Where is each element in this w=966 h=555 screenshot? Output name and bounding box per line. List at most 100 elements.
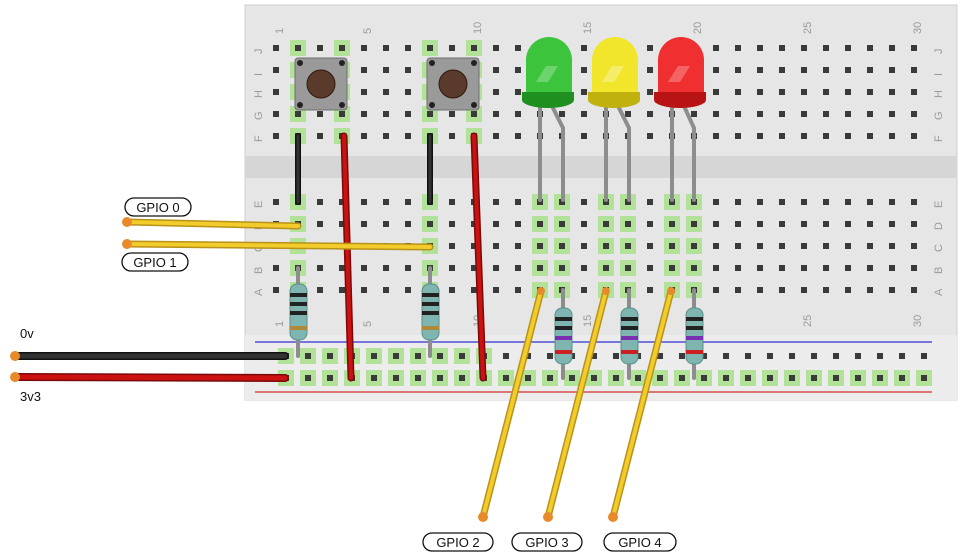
breadboard-hole (691, 111, 697, 117)
breadboard-hole (647, 89, 653, 95)
breadboard-hole (757, 287, 763, 293)
breadboard-hole (493, 265, 499, 271)
breadboard-hole (393, 353, 399, 359)
gpio3-wire[interactable] (543, 287, 610, 522)
breadboard-hole (415, 375, 421, 381)
col-number: 15 (582, 315, 594, 327)
breadboard-hole (921, 375, 927, 381)
ground-rail-wire[interactable] (10, 351, 289, 361)
row-letter: G (253, 111, 265, 120)
col-number: 25 (802, 22, 814, 34)
breadboard-hole (515, 221, 521, 227)
gpio1-wire[interactable] (122, 239, 434, 251)
breadboard-hole (493, 199, 499, 205)
breadboard-hole (459, 375, 465, 381)
button-cap[interactable] (438, 69, 468, 99)
led-leads (538, 98, 696, 202)
breadboard-hole (911, 221, 917, 227)
row-letter: F (253, 135, 265, 142)
breadboard-hole (723, 353, 729, 359)
breadboard-hole (449, 243, 455, 249)
breadboard-hole (889, 67, 895, 73)
gpio0-wire[interactable] (122, 217, 302, 230)
row-letter: D (933, 222, 945, 230)
resistor-4[interactable] (620, 307, 639, 365)
gpio4-wire[interactable] (608, 287, 675, 522)
breadboard-hole (437, 375, 443, 381)
breadboard-hole (581, 67, 587, 73)
breadboard-hole (273, 67, 279, 73)
breadboard-hole (339, 265, 345, 271)
breadboard-hole (833, 375, 839, 381)
button-cap[interactable] (306, 69, 336, 99)
breadboard-hole (735, 67, 741, 73)
breadboard-hole (273, 111, 279, 117)
gpio2-label: GPIO 2 (436, 535, 479, 550)
breadboard-hole (911, 67, 917, 73)
row-letter: E (933, 201, 945, 208)
resistor-5[interactable] (685, 307, 704, 365)
breadboard-hole (713, 287, 719, 293)
breadboard-hole (647, 265, 653, 271)
push-button-1[interactable] (294, 57, 348, 111)
power-jumper-wires (340, 132, 487, 382)
breadboard-hole (801, 199, 807, 205)
breadboard-hole (383, 265, 389, 271)
breadboard-hole (713, 133, 719, 139)
breadboard-hole (779, 287, 785, 293)
breadboard-hole (845, 265, 851, 271)
breadboard-hole (889, 199, 895, 205)
breadboard-hole (855, 375, 861, 381)
breadboard-hole (867, 67, 873, 73)
breadboard-hole (723, 375, 729, 381)
breadboard-hole (625, 243, 631, 249)
yellow-led[interactable] (588, 37, 640, 108)
breadboard-hole (779, 243, 785, 249)
breadboard-hole (273, 45, 279, 51)
breadboard-hole (801, 243, 807, 249)
col-number: 10 (472, 22, 484, 34)
red-led[interactable] (654, 37, 706, 108)
gpio2-wire[interactable] (478, 287, 545, 522)
breadboard-hole (383, 89, 389, 95)
breadboard-hole (757, 221, 763, 227)
breadboard-hole (515, 243, 521, 249)
breadboard-hole (845, 221, 851, 227)
breadboard-hole (735, 133, 741, 139)
row-letter: C (933, 244, 945, 252)
power-rail-wire[interactable] (10, 372, 289, 382)
breadboard-hole (811, 353, 817, 359)
breadboard-hole (449, 265, 455, 271)
breadboard-hole (559, 199, 565, 205)
breadboard-hole (889, 287, 895, 293)
breadboard-hole (361, 111, 367, 117)
breadboard-hole (801, 67, 807, 73)
breadboard-hole (845, 111, 851, 117)
breadboard-hole (405, 199, 411, 205)
resistor-3[interactable] (554, 307, 573, 365)
breadboard-hole (867, 133, 873, 139)
breadboard-hole (327, 375, 333, 381)
breadboard-hole (361, 67, 367, 73)
breadboard-hole (647, 221, 653, 227)
breadboard-hole (383, 111, 389, 117)
row-letter: E (253, 201, 265, 208)
breadboard-hole (625, 111, 631, 117)
breadboard-hole (493, 133, 499, 139)
breadboard-hole (779, 111, 785, 117)
breadboard-hole (603, 265, 609, 271)
push-button-2[interactable] (426, 57, 480, 111)
breadboard-hole (889, 45, 895, 51)
gpio4-label: GPIO 4 (618, 535, 661, 550)
breadboard-hole (735, 199, 741, 205)
resistor-2[interactable] (421, 283, 440, 341)
breadboard-hole (823, 45, 829, 51)
breadboard-hole (559, 111, 565, 117)
breadboard-hole (647, 133, 653, 139)
breadboard-hole (911, 89, 917, 95)
breadboard-hole (581, 287, 587, 293)
resistor-1[interactable] (289, 283, 308, 341)
breadboard-hole (581, 221, 587, 227)
green-led[interactable] (522, 37, 574, 108)
breadboard-hole (581, 265, 587, 271)
